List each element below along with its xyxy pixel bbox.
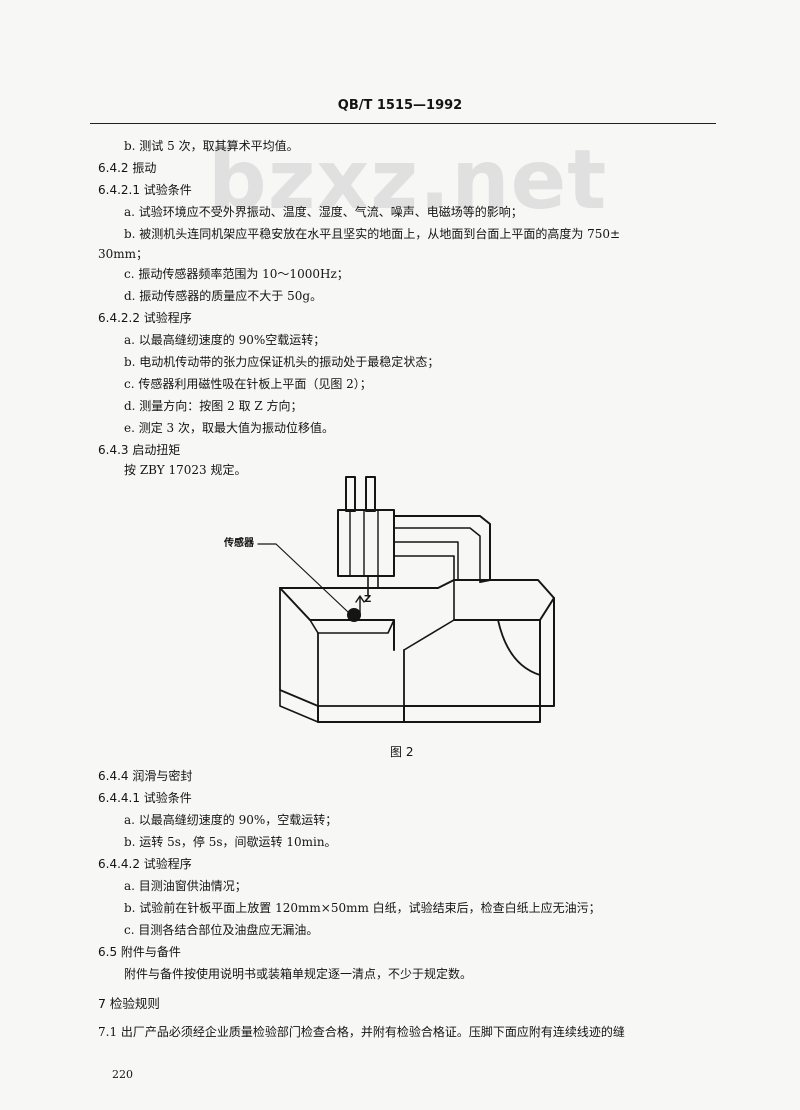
figure-caption: 图 2 — [390, 745, 414, 759]
standard-header: QB/T 1515—1992 — [337, 98, 463, 113]
text-line: c. 传感器利用磁性吸在针板上平面（见图 2）； — [124, 377, 372, 391]
text-line: e. 测定 3 次，取最大值为振动位移值。 — [124, 421, 334, 435]
base — [403, 705, 541, 723]
text-line: c. 目测各结合部位及油盘应无漏油。 — [124, 923, 319, 937]
text-line: c. 振动传感器频率范围为 10～1000Hz； — [124, 267, 349, 281]
needle-bar-right — [365, 476, 376, 512]
table-top — [279, 579, 555, 599]
sewing-machine-illustration — [257, 476, 555, 723]
sensor-label: 传感器 — [224, 538, 254, 549]
text-line: a. 以最高缝纫速度的 90%空载运转； — [124, 333, 326, 347]
needle-bar-left — [345, 476, 356, 512]
text-line: a. 试验环境应不受外界振动、温度、湿度、气流、噪声、电磁场等的影响； — [124, 205, 523, 219]
section-heading: 6.4.4.1 试验条件 — [98, 791, 192, 805]
sensor-leader-line — [257, 543, 349, 613]
machine-arm — [393, 515, 491, 583]
section-heading: 6.4.4.2 试验程序 — [98, 857, 192, 871]
machine-head — [337, 509, 395, 577]
text-line: a. 目测油窗供油情况； — [124, 879, 247, 893]
watermark: bzxz.net — [208, 133, 608, 228]
text-line: d. 振动传感器的质量应不大于 50g。 — [124, 289, 323, 303]
figure-sewing-machine: 传感器 Z — [218, 470, 588, 738]
section-heading: 6.4.2.2 试验程序 — [98, 311, 192, 325]
text-line: d. 测量方向：按图 2 取 Z 方向； — [124, 399, 303, 413]
z-axis-label: Z — [364, 594, 372, 605]
text-line: 附件与备件按使用说明书或装箱单规定逐一清点，不少于规定数。 — [124, 967, 473, 981]
text-line: b. 运转 5s，停 5s，间歇运转 10min。 — [124, 835, 337, 849]
cabinet — [453, 597, 555, 707]
section-heading: 6.4.2.1 试验条件 — [98, 183, 192, 197]
vibration-sensor — [347, 608, 361, 622]
text-line: b. 电动机传动带的张力应保证机头的振动处于最稳定状态； — [124, 355, 440, 369]
text-line: 7.1 出厂产品必须经企业质量检验部门检查合格，并附有检验合格证。压脚下面应附有… — [98, 1025, 625, 1039]
page-number: 220 — [112, 1068, 133, 1081]
text-line: b. 被测机头连同机架应平稳安放在水平且坚实的地面上，从地面到台面上平面的高度为… — [124, 227, 621, 241]
header-rule — [90, 123, 716, 124]
text-line: a. 以最高缝纫速度的 90%，空载运转； — [124, 813, 338, 827]
text-line: b. 试验前在针板平面上放置 120mm×50mm 白纸，试验结束后，检查白纸上… — [124, 901, 601, 915]
text-line: b. 测试 5 次，取其算术平均值。 — [124, 139, 299, 153]
text-line: 按 ZBY 17023 规定。 — [124, 463, 247, 477]
section-heading: 6.4.2 振动 — [98, 161, 157, 175]
section-heading: 6.5 附件与备件 — [98, 945, 181, 959]
text-line: 30mm； — [98, 247, 149, 261]
section-heading: 6.4.3 启动扭矩 — [98, 443, 181, 457]
chapter-heading: 7 检验规则 — [98, 996, 160, 1011]
section-heading: 6.4.4 润滑与密封 — [98, 769, 193, 783]
